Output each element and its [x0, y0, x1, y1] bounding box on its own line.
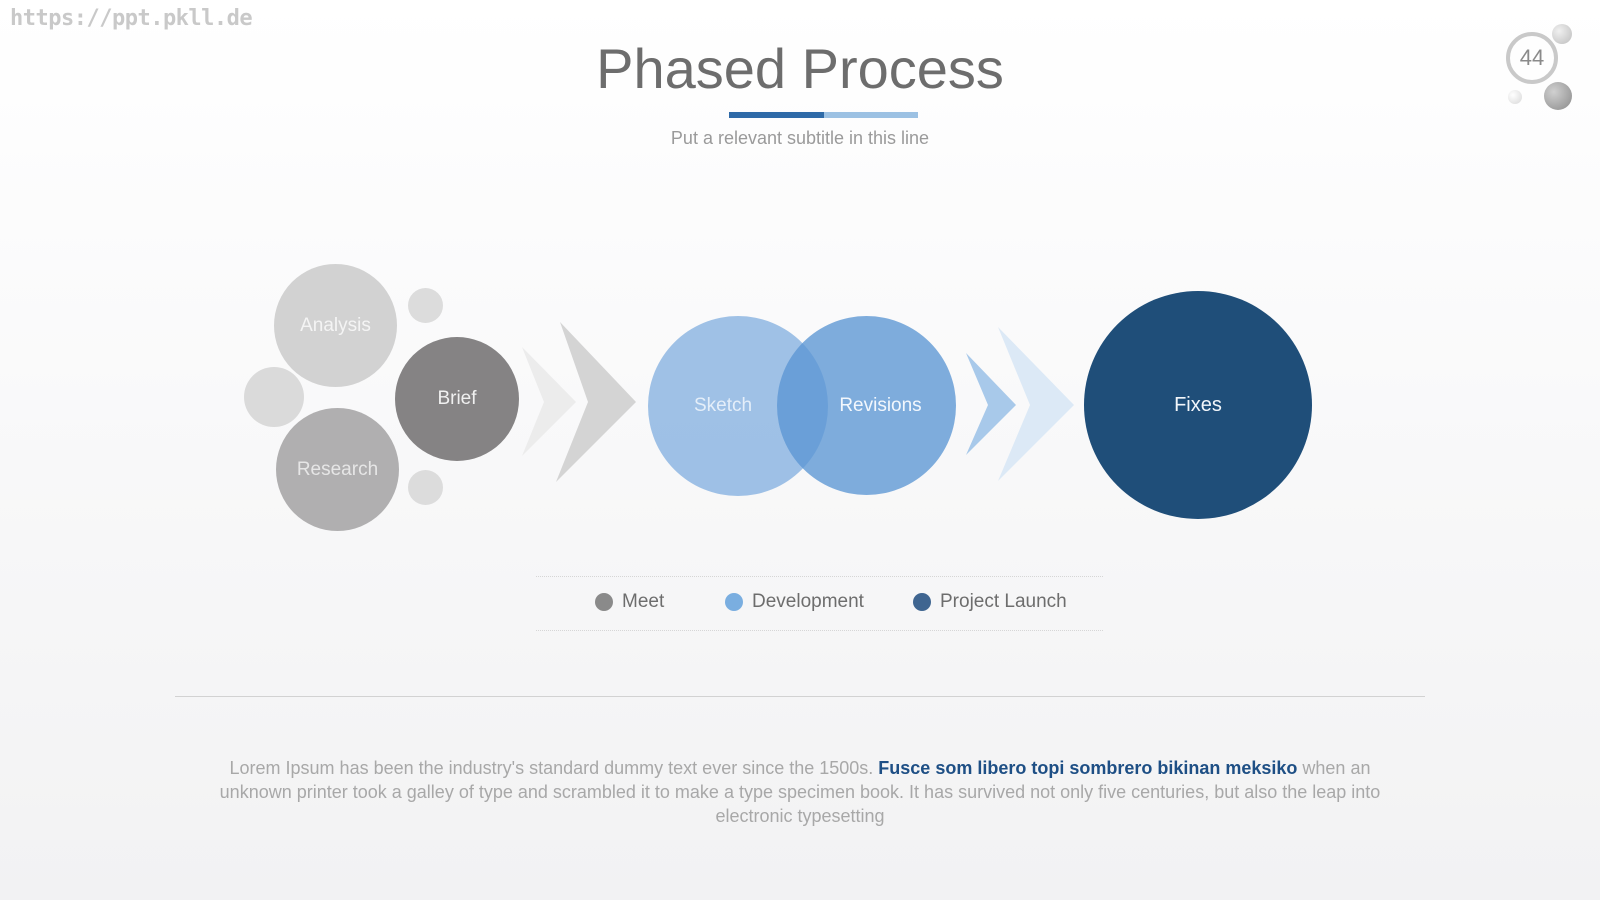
arrow-chevron-gray-icon — [522, 322, 636, 482]
watermark-url: https://ppt.pkll.de — [10, 6, 253, 31]
legend-dot-project-launch — [913, 593, 931, 611]
body-text-part-1: Lorem Ipsum has been the industry's stan… — [229, 758, 879, 778]
body-text-bold: Fusce som libero topi sombrero bikinan m… — [878, 758, 1298, 778]
decor-circle-left — [244, 367, 304, 427]
arrow-chevron-blue-icon — [966, 327, 1074, 481]
legend-item-project-launch: Project Launch — [913, 591, 1067, 613]
legend-label-project-launch: Project Launch — [940, 591, 1067, 612]
decor-bubble-small — [1552, 24, 1572, 44]
legend-label-development: Development — [752, 591, 864, 612]
diagram-legend: Meet Development Project Launch — [536, 576, 1103, 631]
legend-item-meet: Meet — [595, 591, 664, 613]
decor-circle-bottom — [408, 470, 443, 505]
decor-circle-top — [408, 288, 443, 323]
phased-process-diagram: Analysis Research Brief Sketch Revisions… — [244, 264, 1312, 531]
legend-item-development: Development — [725, 591, 864, 613]
body-paragraph: Lorem Ipsum has been the industry's stan… — [210, 756, 1390, 828]
development-circle-sketch: Sketch — [648, 316, 828, 496]
launch-circle-fixes: Fixes — [1084, 291, 1312, 519]
decor-bubble-large — [1544, 82, 1572, 110]
meet-circle-brief: Brief — [395, 337, 519, 461]
title-underline-dark — [729, 112, 824, 118]
page-subtitle: Put a relevant subtitle in this line — [670, 128, 930, 148]
title-underline — [729, 112, 918, 118]
development-circle-revisions: Revisions — [777, 316, 956, 495]
section-divider — [175, 696, 1425, 697]
page-number: 44 — [1506, 32, 1558, 84]
title-underline-light — [824, 112, 918, 118]
meet-circle-research: Research — [276, 408, 399, 531]
legend-dot-development — [725, 593, 743, 611]
body-text-part-2: when an unknown printer took a galley of… — [219, 758, 1381, 826]
decor-bubble-tiny — [1508, 90, 1522, 104]
meet-circle-analysis: Analysis — [274, 264, 397, 387]
legend-dot-meet — [595, 593, 613, 611]
legend-label-meet: Meet — [622, 591, 665, 612]
page-title: Phased Process — [596, 37, 1004, 100]
page-number-badge: 44 — [1500, 20, 1600, 120]
